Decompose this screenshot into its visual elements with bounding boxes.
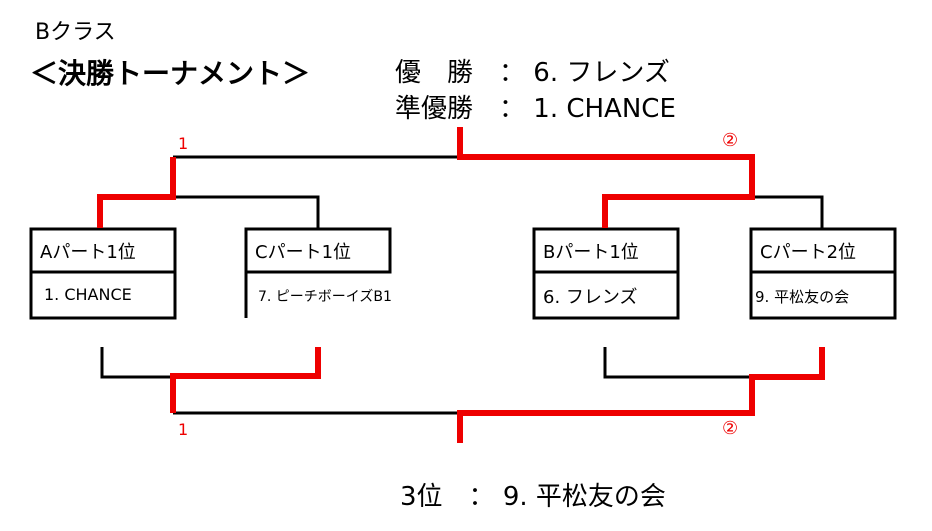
team-name: 1. CHANCE — [44, 285, 132, 304]
team-slot: Cパート2位 — [760, 242, 857, 263]
runner-up-label: 準優勝 ： — [395, 94, 526, 124]
team-name: 6. フレンズ — [543, 287, 638, 308]
match-label-bottom-right: ② — [722, 418, 739, 439]
team-slot: Aパート1位 — [40, 242, 136, 263]
match-label-top-left: 1 — [178, 134, 189, 153]
third-place-result: 3位 ： 9. 平松友の会 — [400, 476, 666, 513]
champion-name: 6. フレンズ — [533, 58, 670, 88]
runner-up-result: 準優勝 ： 1. CHANCE — [395, 88, 676, 125]
match-label-top-right: ② — [722, 130, 739, 151]
runner-up-name: 1. CHANCE — [533, 94, 676, 124]
line — [752, 195, 824, 228]
third-name: 9. 平松友の会 — [502, 482, 666, 512]
team-name: 9. 平松友の会 — [755, 288, 850, 306]
match-label-bottom-left: 1 — [178, 420, 189, 439]
class-label: Bクラス — [35, 20, 116, 45]
champion-label: 優 勝 ： — [395, 58, 526, 88]
page-title: ＜決勝トーナメント＞ — [30, 57, 311, 90]
third-label: 3位 ： — [400, 482, 495, 512]
box-c1 — [244, 227, 392, 318]
team-slot: Bパート1位 — [543, 242, 639, 263]
champion-result: 優 勝 ： 6. フレンズ — [395, 52, 670, 89]
team-name: 7. ピーチボーイズB1 — [258, 289, 392, 305]
team-slot: Cパート1位 — [255, 242, 352, 263]
line — [173, 195, 320, 228]
